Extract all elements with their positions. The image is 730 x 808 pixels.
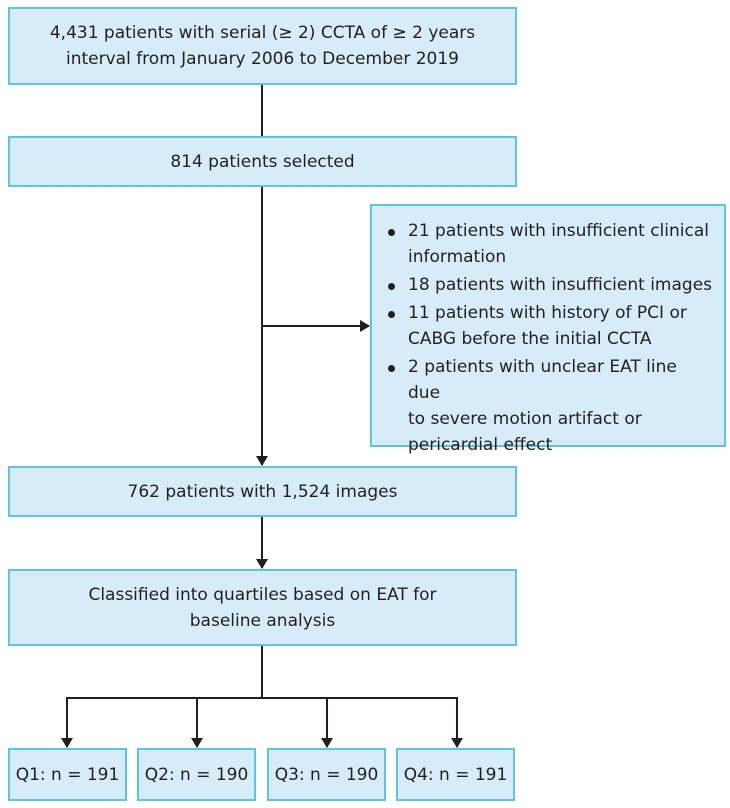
source-line-2: interval from January 2006 to December 2… — [65, 49, 459, 69]
exclusion-item: 11 patients with history of PCI or CABG … — [384, 300, 714, 352]
classification-box: Classified into quartiles based on EAT f… — [8, 569, 517, 646]
source-line-1: 4,431 patients with serial (≥ 2) CCTA of… — [49, 23, 476, 43]
exclusion-item: 2 patients with unclear EAT line due to … — [384, 354, 714, 458]
quartile-box-q2: Q2: n = 190 — [137, 748, 256, 801]
selected-patients-box: 814 patients selected — [8, 136, 517, 187]
classified-line-2: baseline analysis — [189, 610, 336, 631]
exclusion-box: 21 patients with insufficient clinical i… — [370, 204, 726, 455]
quartile-box-q4: Q4: n = 191 — [396, 748, 515, 801]
selected-text: 814 patients selected — [170, 151, 355, 172]
final-text: 762 patients with 1,524 images — [127, 481, 398, 502]
exclusion-item: 18 patients with insufficient images — [384, 272, 714, 298]
exclusion-list: 21 patients with insufficient clinical i… — [384, 218, 714, 458]
classified-line-1: Classified into quartiles based on EAT f… — [88, 584, 437, 605]
exclusion-item: 21 patients with insufficient clinical i… — [384, 218, 714, 270]
quartile-box-q1: Q1: n = 191 — [8, 748, 127, 801]
source-population-box: 4,431 patients with serial (≥ 2) CCTA of… — [8, 7, 517, 85]
final-cohort-box: 762 patients with 1,524 images — [8, 466, 517, 517]
quartile-box-q3: Q3: n = 190 — [267, 748, 386, 801]
